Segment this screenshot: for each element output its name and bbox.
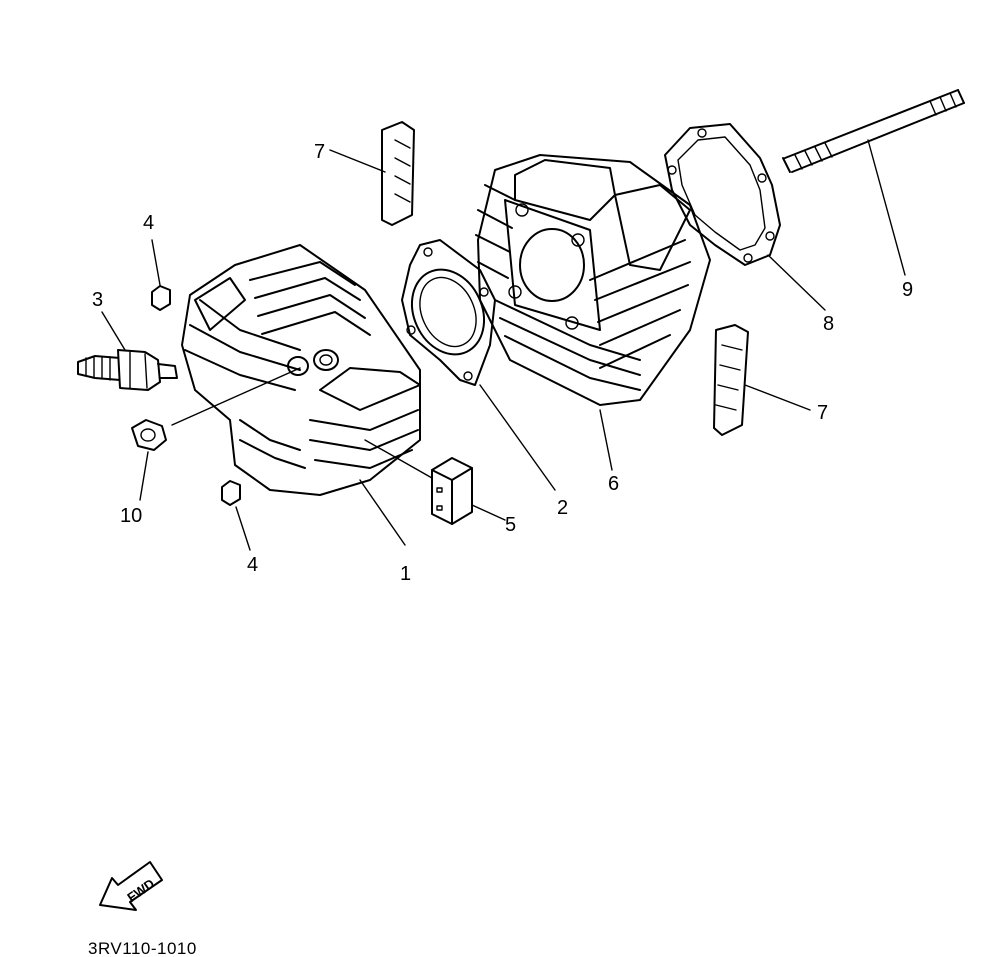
leader-7-lower: [744, 384, 811, 411]
dowel-pin-part-4-lower: [221, 480, 241, 506]
leader-4-upper: [151, 239, 161, 286]
leader-10: [139, 451, 149, 501]
callout-4a: 4: [143, 212, 154, 234]
stud-bolt-part-9: [782, 89, 965, 173]
callout-3: 3: [92, 289, 103, 311]
dowel-pin-part-4-upper: [151, 285, 171, 311]
leader-10b: [171, 367, 301, 426]
leader-6: [599, 409, 613, 471]
damper-strip-part-7-upper: [381, 121, 415, 226]
nut-part-10: [131, 419, 167, 451]
leader-8: [767, 254, 826, 311]
spark-plug-part-3: [77, 349, 178, 391]
leader-4-lower: [235, 506, 251, 551]
head-gasket-part-2: [401, 239, 496, 386]
callout-8: 8: [823, 313, 834, 335]
fwd-label: FWD: [124, 876, 157, 905]
fwd-arrow-icon: FWD: [99, 861, 163, 911]
damper-part-5: [431, 457, 473, 525]
callout-1: 1: [400, 563, 411, 585]
damper-strip-part-7-lower: [713, 324, 749, 436]
callout-4b: 4: [247, 554, 258, 576]
callout-5: 5: [505, 514, 516, 536]
cylinder-part-6: [475, 154, 711, 406]
drawing-code: 3RV110-1010: [88, 939, 197, 957]
leader-1: [359, 479, 406, 546]
callout-10: 10: [120, 505, 142, 527]
leader-7-upper: [329, 149, 386, 173]
base-gasket-part-8: [664, 123, 781, 266]
leader-3: [101, 311, 126, 351]
leader-5: [471, 504, 506, 521]
leader-5b: [364, 439, 433, 479]
callout-9: 9: [902, 279, 913, 301]
callout-7b: 7: [817, 402, 828, 424]
callout-6: 6: [608, 473, 619, 495]
callout-7a: 7: [314, 141, 325, 163]
leader-2: [479, 384, 556, 491]
callout-2: 2: [557, 497, 568, 519]
leader-9: [867, 139, 906, 276]
cylinder-head-part-1: [181, 244, 421, 496]
